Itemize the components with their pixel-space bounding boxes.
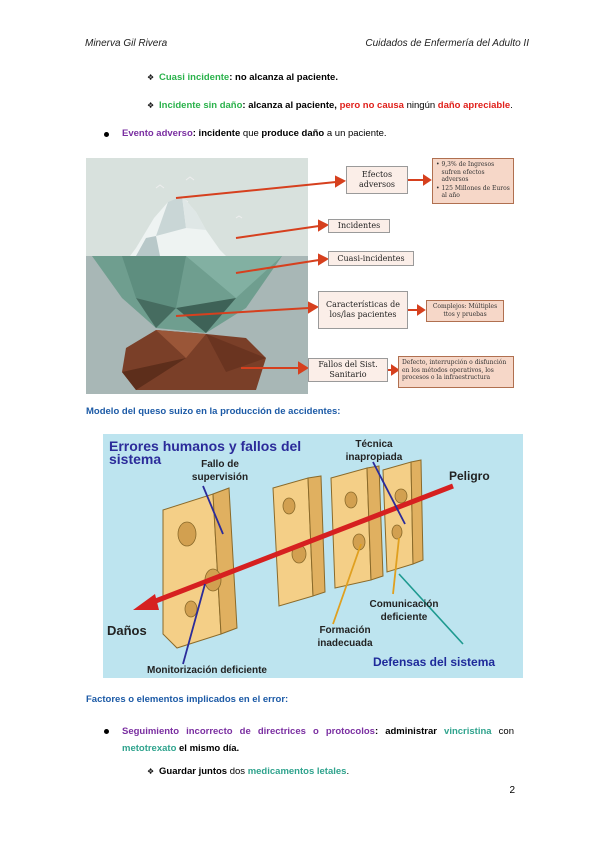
def-cuasi-incidente: : no alcanza al paciente. [229, 72, 338, 83]
page-number: 2 [509, 785, 515, 796]
term-evento-adverso: Evento adverso [122, 128, 193, 139]
box-cuasi-incidentes: Cuasi-incidentes [328, 251, 414, 266]
label-monitorizacion-deficiente: Monitorización deficiente [146, 665, 267, 676]
diamond-bullet-icon: ❖ [147, 73, 155, 82]
label-tecnica-inapropiada: Técnica inapropiada [345, 439, 403, 463]
item-evento-adverso: Evento adverso: incidente que produce da… [122, 127, 387, 140]
label-defensas-sistema: Defensas del sistema [372, 655, 496, 669]
text-segment: a un paciente. [326, 128, 387, 139]
label-fallo-supervision: Fallo de supervisión [191, 459, 249, 483]
diamond-bullet-icon: ❖ [147, 767, 155, 776]
diamond-bullet-icon: ❖ [147, 101, 155, 110]
item-incidente-sin-dano: Incidente sin daño: alcanza al paciente,… [159, 99, 513, 112]
label-formacion-inadecuada: Formación inadecuada [317, 625, 373, 649]
box-efectos-adversos: Efectos adversos [346, 166, 408, 194]
box-caracteristicas-pacientes: Características de los/las pacientes [318, 291, 408, 329]
stat-euros: 125 Millones de Euros al año [441, 184, 510, 200]
drug-metotrexato: metotrexato [122, 743, 177, 754]
term-medicamentos-letales: medicamentos letales [247, 766, 347, 777]
box-estadisticas: • 9,3% de Ingresos sufren efectos advers… [432, 158, 514, 204]
page-header: Minerva Gil Rivera Cuidados de Enfermerí… [85, 38, 529, 52]
text-segment: produce daño [258, 128, 327, 139]
item-seguimiento-incorrecto: Seguimiento incorrecto de directrices o … [122, 723, 514, 757]
text-segment: : alcanza al paciente, [242, 100, 340, 111]
text-segment: . [346, 766, 350, 777]
label-comunicacion-deficiente: Comunicación deficiente [369, 599, 439, 623]
text-segment: ningún [403, 100, 438, 111]
swiss-cheese-figure: Errores humanos y fallos del sistema Fal… [103, 434, 523, 678]
text-segment: con [491, 726, 514, 737]
label-peligro: Peligro [449, 469, 490, 483]
item-guardar-juntos: Guardar juntos dos medicamentos letales. [159, 765, 349, 778]
stat-item: • 9,3% de Ingresos sufren efectos advers… [436, 161, 510, 184]
box-incidentes: Incidentes [328, 219, 390, 233]
heading-factores: Factores o elementos implicados en el er… [86, 694, 289, 705]
text-segment: : administrar [374, 726, 445, 737]
text-segment: dos [227, 766, 248, 777]
box-fallos-sistema: Fallos del Sist. Sanitario [308, 358, 388, 382]
highlight-dano-apreciable: daño apreciable [437, 100, 511, 111]
heading-queso-suizo: Modelo del queso suizo en la producción … [86, 406, 341, 417]
bullet-icon: • [436, 161, 442, 168]
header-author: Minerva Gil Rivera [85, 38, 168, 49]
text-segment: Guardar juntos [159, 766, 228, 777]
iceberg-figure: Efectos adversos Incidentes Cuasi-incide… [86, 158, 516, 394]
box-defecto: Defecto, interrupción o disfunción en lo… [398, 356, 514, 388]
stat-item: • 125 Millones de Euros al año [436, 185, 510, 200]
text-segment: : incidente [192, 128, 243, 139]
term-incidente-sin-dano: Incidente sin daño [159, 100, 243, 111]
iceberg-illustration [86, 158, 308, 394]
iceberg-drawing [86, 158, 308, 394]
text-segment: que [242, 128, 259, 139]
text-segment: . [510, 100, 513, 111]
label-danos: Daños [107, 623, 147, 638]
bullet-icon: • [436, 184, 442, 192]
drug-vincristina: vincristina [444, 726, 492, 737]
highlight-pero-no-causa: pero no causa [339, 100, 404, 111]
stat-ingresos: 9,3% de Ingresos sufren efectos adversos [441, 161, 495, 183]
cheese-drawing [133, 459, 464, 665]
label-errores-humanos: Errores humanos y fallos del sistema [109, 438, 302, 467]
iceberg-arrows [175, 174, 432, 376]
box-complejos: Complejos: Múltiples ttos y pruebas [426, 300, 504, 322]
term-cuasi-incidente: Cuasi incidente [159, 72, 230, 83]
bullet-icon [104, 132, 109, 137]
term-seguimiento-incorrecto: Seguimiento incorrecto de directrices o … [122, 726, 375, 737]
text-segment: el mismo día. [176, 743, 240, 754]
bullet-icon [104, 729, 109, 734]
item-cuasi-incidente: Cuasi incidente: no alcanza al paciente. [159, 71, 338, 84]
header-subject: Cuidados de Enfermería del Adulto II [365, 38, 529, 49]
